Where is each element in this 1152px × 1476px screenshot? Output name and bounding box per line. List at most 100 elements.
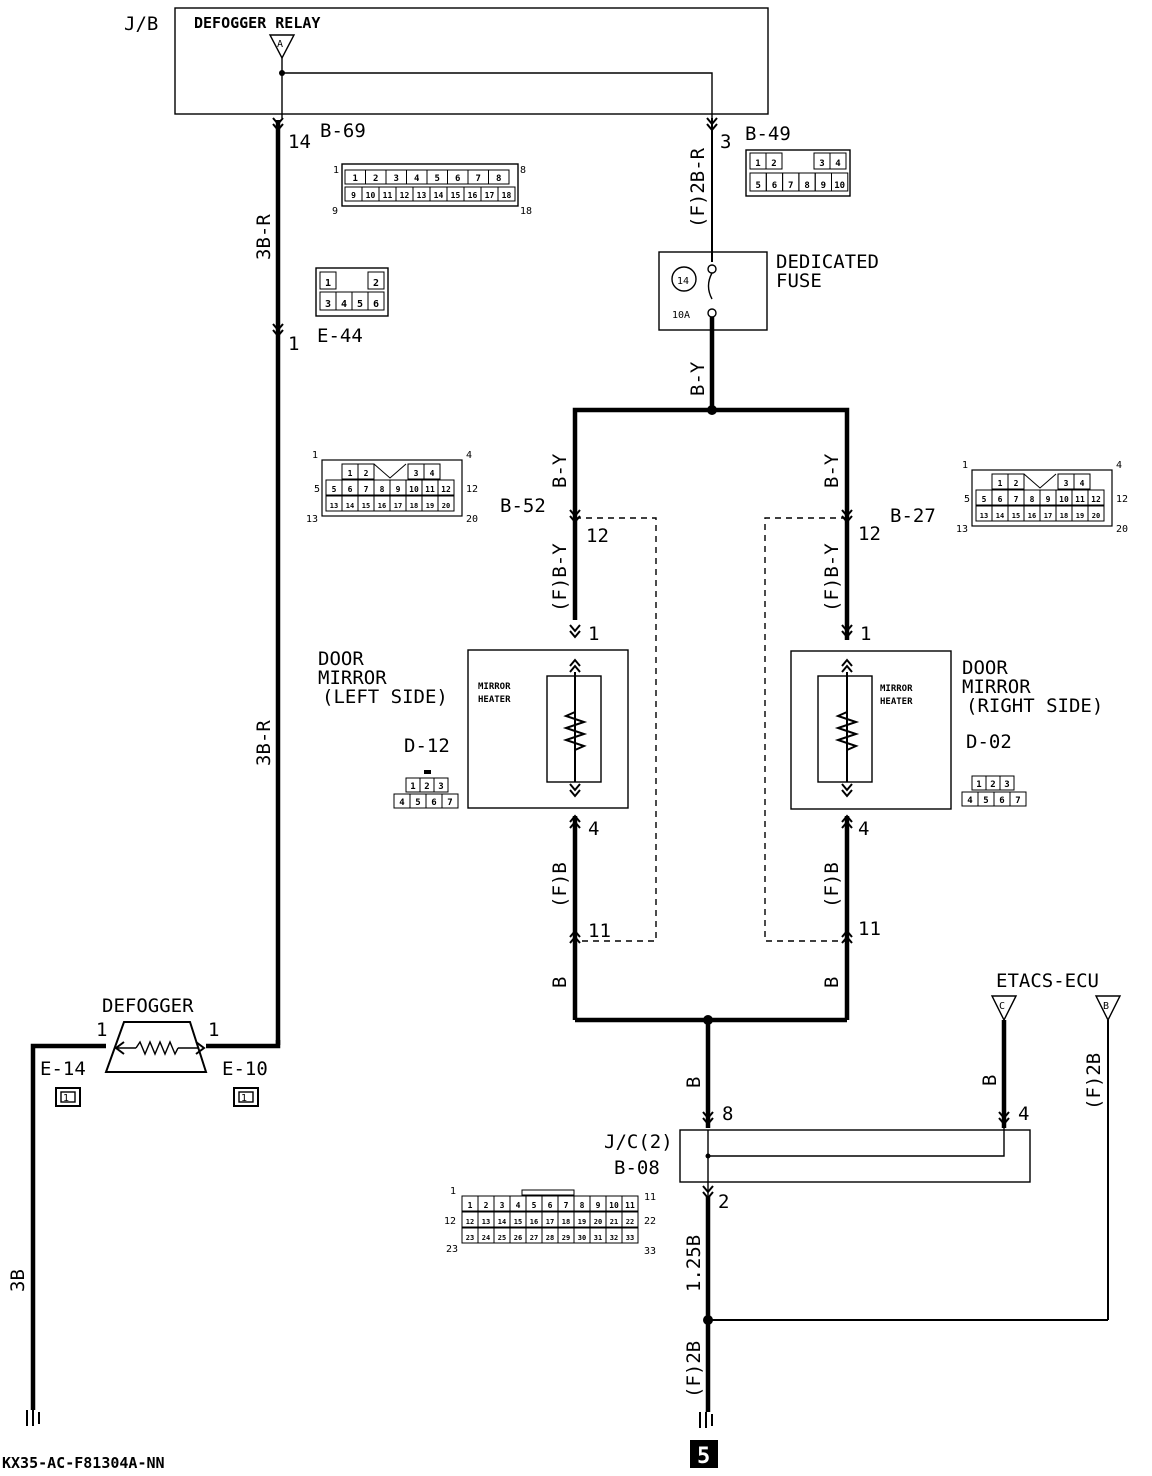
d12-pin-7: 7	[447, 798, 452, 808]
b49-pin-9: 9	[821, 181, 826, 191]
b69-pin-7: 7	[476, 174, 481, 184]
e14-connector-face	[55, 1087, 81, 1107]
d12-pin-4: 4	[399, 798, 405, 808]
e44-pin-4: 4	[341, 299, 347, 310]
etacs-ecu: ETACS-ECU C B B 4 (F)2B	[979, 970, 1122, 1320]
b27-pin-18: 18	[1060, 512, 1068, 520]
etacs-terminal-c	[990, 995, 1018, 1022]
b69-pin-16: 16	[468, 191, 478, 200]
d02-pin-3: 3	[1004, 780, 1009, 790]
b27-corner-12: 12	[1116, 494, 1128, 505]
jc-id: B-08	[614, 1157, 660, 1179]
b08-pin-26: 26	[514, 1234, 522, 1242]
b69-cell	[488, 169, 510, 185]
joint-connector: J/C(2) B-08 2	[604, 1128, 1031, 1213]
b69-pin-6: 6	[455, 174, 460, 184]
mirror-left-line2: MIRROR	[318, 667, 387, 689]
b27-pin-10: 10	[1059, 495, 1069, 504]
mirror-right-line3: (RIGHT SIDE)	[966, 695, 1103, 717]
e10-pin: 1	[241, 1093, 247, 1104]
b49-pin-7: 7	[788, 181, 793, 191]
wire-label-fby-right: (F)B-Y	[821, 543, 843, 612]
d02-pin-2: 2	[990, 780, 995, 790]
b69-pin-17: 17	[485, 191, 495, 200]
d12-pin-1: 1	[410, 782, 415, 792]
defogger-body	[104, 1021, 208, 1073]
e44-pin-5: 5	[357, 299, 363, 310]
wire-label-b-etacs: B	[979, 1075, 1001, 1086]
b08-pin-24: 24	[482, 1234, 490, 1242]
d02-pin-1: 1	[976, 780, 981, 790]
b27-pin-8: 8	[1030, 495, 1035, 504]
mirror-right-heater-box	[817, 675, 873, 783]
b27-pin-17: 17	[1044, 512, 1052, 520]
b08-pin-17: 17	[546, 1218, 554, 1226]
mirror-right-pin-1: 1	[860, 623, 871, 645]
b08-pin-27: 27	[530, 1234, 538, 1242]
b52-pin-14: 14	[346, 502, 354, 510]
b52-pin-11: 11	[588, 920, 611, 942]
diagram-code: KX35-AC-F81304A-NN	[2, 1454, 165, 1472]
etacs-label: ETACS-ECU	[996, 970, 1099, 992]
b69-pin-4: 4	[414, 174, 420, 184]
page-badge	[690, 1440, 718, 1468]
b52-pin-17: 17	[394, 502, 402, 510]
mirror-left-heater-2: HEATER	[478, 695, 511, 705]
wire-label-fby-left: (F)B-Y	[549, 543, 571, 612]
b08-pin-5: 5	[532, 1201, 537, 1210]
b69-pin-15: 15	[451, 191, 461, 200]
b52-corner-20: 20	[466, 514, 478, 525]
defogger-relay-label: DEFOGGER RELAY	[194, 14, 320, 32]
e14-pin: 1	[63, 1093, 69, 1104]
d12-cell	[433, 777, 449, 793]
b52-pin-2: 2	[364, 469, 369, 478]
b69-pin-14: 14	[434, 191, 444, 200]
b27-pin-12: 12	[1091, 495, 1101, 504]
b08-pin-30: 30	[578, 1234, 586, 1242]
b69-pin-11: 11	[383, 191, 393, 200]
b27-corner-1: 1	[962, 460, 968, 471]
b49-pin: 3	[720, 131, 731, 153]
d02-pin-5: 5	[983, 796, 988, 806]
jc-pin-8: 8	[722, 1103, 733, 1125]
b52-pin-20: 20	[442, 502, 450, 510]
b69-pin-2: 2	[373, 174, 378, 184]
wire-label-f2b-etacs: (F)2B	[1083, 1053, 1105, 1110]
b27-id: B-27	[890, 505, 936, 527]
mirror-left-line1: DOOR	[318, 648, 364, 670]
d02-cell	[999, 775, 1015, 791]
page-number: 5	[697, 1444, 710, 1469]
e44-id: E-44	[317, 325, 363, 347]
jc-pin-2: 2	[718, 1191, 729, 1213]
b69-pin: 14	[288, 131, 311, 153]
b52-pin-9: 9	[396, 485, 401, 494]
b27-pin-3: 3	[1064, 479, 1069, 488]
b49-pin-10: 10	[834, 181, 845, 191]
b08-pin-18: 18	[562, 1218, 570, 1226]
b08-pin-20: 20	[594, 1218, 602, 1226]
b08-pin-21: 21	[610, 1218, 618, 1226]
mirror-left-pin-1: 1	[588, 623, 599, 645]
b69-pin-18: 18	[502, 191, 512, 200]
b27-pin-7: 7	[1014, 495, 1019, 504]
wire-label-3b: 3B	[7, 1269, 29, 1292]
d12-pin-6: 6	[431, 798, 436, 808]
jb-label: J/B	[124, 13, 158, 35]
b08-pin-1: 1	[468, 1201, 473, 1210]
b52-pin-15: 15	[362, 502, 370, 510]
b49-pin-6: 6	[772, 181, 777, 191]
defogger: DEFOGGER 1 1 E-14 E-10 1 1 3B	[7, 995, 281, 1426]
b27-pin-14: 14	[996, 512, 1004, 520]
e44-cell	[367, 271, 385, 290]
wire-b-return: B 8	[575, 1015, 847, 1128]
b52-pin-12: 12	[441, 485, 451, 494]
b27-pin-11: 11	[858, 918, 881, 940]
mirror-right-heater-2: HEATER	[880, 697, 913, 707]
fuse-rating: 10A	[672, 310, 690, 321]
b08-pin-14: 14	[498, 1218, 506, 1226]
b08-pin-8: 8	[580, 1201, 585, 1210]
